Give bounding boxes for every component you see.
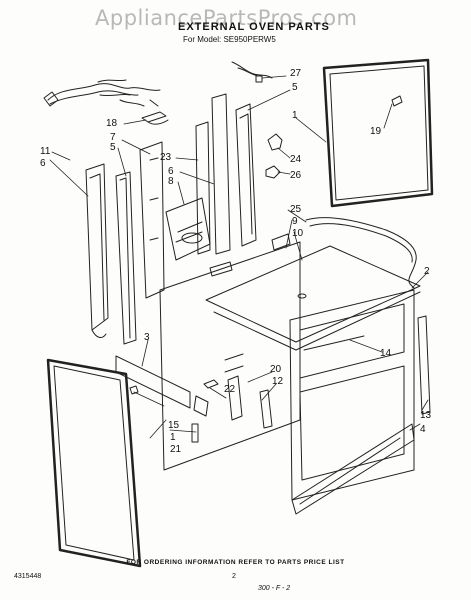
callout: 18 <box>106 118 118 129</box>
callout: 23 <box>160 152 172 163</box>
callout: 5 <box>110 142 116 153</box>
center-rail-6 <box>211 93 231 255</box>
oven-door-frame-bottom <box>46 358 142 568</box>
left-side-panel <box>85 163 109 338</box>
brackets-20-12-22 <box>203 375 273 429</box>
callout: 7 <box>110 132 116 143</box>
callout: 5 <box>292 82 298 93</box>
callout: 15 <box>168 420 180 431</box>
callout: 27 <box>290 68 302 79</box>
bottom-trim-4 <box>291 423 415 515</box>
left-panel-7 <box>139 141 165 299</box>
callout: 11 <box>40 146 51 157</box>
callout: 25 <box>290 204 302 215</box>
top-wire <box>231 61 273 83</box>
callout: 1 <box>170 432 176 443</box>
knob-24 <box>267 133 283 151</box>
screws-15-21 <box>129 385 199 443</box>
callout: 24 <box>290 154 302 165</box>
kick-panel-3 <box>115 355 209 417</box>
knob-26 <box>265 165 281 179</box>
bracket-18 <box>141 111 169 125</box>
page-title: EXTERNAL OVEN PARTS <box>178 21 330 33</box>
callout: 9 <box>292 216 298 227</box>
oven-body <box>159 233 301 471</box>
callout: 12 <box>272 376 284 387</box>
leader-lines <box>49 75 429 439</box>
callout: 6 <box>40 158 46 169</box>
vent-duct-8 <box>165 197 211 261</box>
center-rail-23 <box>195 121 211 255</box>
side-strip-13 <box>417 315 431 415</box>
front-door-panel <box>289 289 415 501</box>
page-number: 2 <box>232 573 236 580</box>
callout: 1 <box>292 110 298 121</box>
callout: 3 <box>144 332 150 343</box>
callout: 2 <box>424 266 430 277</box>
callout: 20 <box>270 364 282 375</box>
watermark: AppliancePartsPros.com <box>95 6 358 30</box>
sheet-reference: 300 - F - 2 <box>258 585 291 592</box>
callout: 10 <box>292 228 304 239</box>
callout-numbers: 27 5 1 19 18 7 5 11 6 23 6 8 24 26 25 9 … <box>40 68 432 455</box>
wire-harness <box>43 79 161 107</box>
cooktop-panel <box>205 245 421 351</box>
callout: 4 <box>420 424 426 435</box>
left-trim-5 <box>115 171 137 345</box>
model-subtitle: For Model: SE950PERW5 <box>183 35 276 44</box>
callout: 14 <box>380 348 392 359</box>
callout: 26 <box>290 170 302 181</box>
ordering-note: FOR ORDERING INFORMATION REFER TO PARTS … <box>126 559 345 566</box>
gasket-25 <box>305 217 417 289</box>
callout: 19 <box>370 126 382 137</box>
callout: 21 <box>170 444 182 455</box>
callout: 8 <box>168 176 174 187</box>
document-number: 4315448 <box>14 573 42 580</box>
right-rail-5 <box>235 103 257 247</box>
oven-door-frame-top <box>322 58 434 208</box>
callout: 22 <box>224 384 236 395</box>
callout: 6 <box>168 166 174 177</box>
callout: 13 <box>420 410 432 421</box>
